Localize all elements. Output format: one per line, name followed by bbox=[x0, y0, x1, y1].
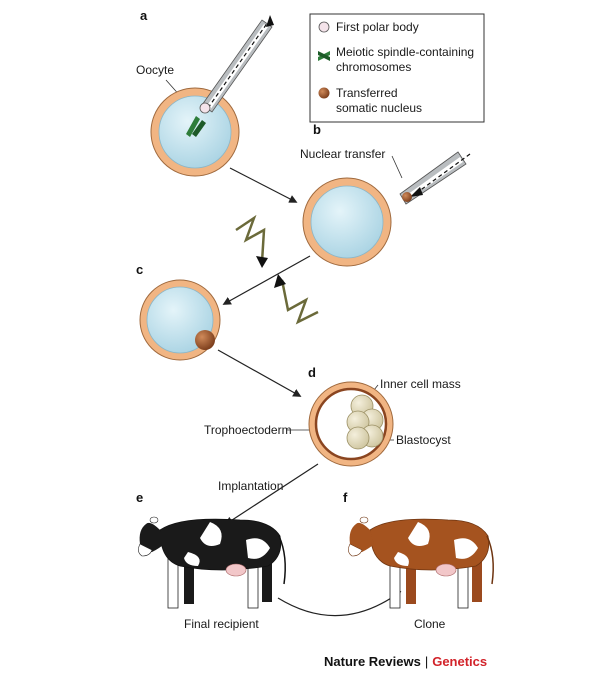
label-implantation: Implantation bbox=[218, 479, 283, 493]
step-label-a: a bbox=[140, 8, 148, 23]
step-label-d: d bbox=[308, 365, 316, 380]
label-blastocyst: Blastocyst bbox=[396, 433, 451, 447]
label-trophoectoderm: Trophoectoderm bbox=[204, 423, 292, 437]
electric-pulse-icon bbox=[235, 214, 268, 268]
legend-nucleus-line1: Transferred bbox=[336, 86, 398, 100]
legend-polar-body: First polar body bbox=[336, 20, 419, 34]
nuclear-transfer-leader-line bbox=[391, 155, 403, 179]
transferred-nucleus-b bbox=[402, 192, 412, 202]
clone-cow bbox=[348, 516, 494, 609]
step-label-e: e bbox=[136, 490, 143, 505]
blastocyst bbox=[308, 381, 394, 467]
label-oocyte: Oocyte bbox=[136, 63, 174, 77]
spindle-chromosomes bbox=[186, 116, 206, 137]
nucleus-icon bbox=[318, 87, 330, 99]
step-label-f: f bbox=[343, 490, 348, 505]
label-inner-cell-mass: Inner cell mass bbox=[380, 377, 461, 391]
spindle-icon bbox=[318, 51, 330, 61]
transferred-nucleus-c bbox=[195, 330, 215, 350]
oocyte-a bbox=[150, 87, 240, 177]
journal-name: Nature Reviews bbox=[324, 654, 421, 669]
arrow-c-to-d bbox=[217, 349, 302, 397]
journal-separator: | bbox=[424, 654, 429, 669]
step-label-b: b bbox=[313, 122, 321, 137]
oocyte-b bbox=[302, 177, 392, 267]
label-clone: Clone bbox=[414, 617, 446, 631]
legend-nucleus-line2: somatic nucleus bbox=[336, 101, 422, 115]
legend-spindle-line1: Meiotic spindle-containing bbox=[336, 45, 474, 59]
legend-box bbox=[309, 13, 485, 123]
first-polar-body bbox=[199, 102, 211, 114]
polar-body-icon bbox=[318, 21, 330, 33]
legend: First polar body Meiotic spindle-contain… bbox=[309, 13, 485, 123]
label-nuclear-transfer: Nuclear transfer bbox=[300, 147, 385, 161]
arrow-a-to-b bbox=[229, 167, 298, 203]
step-label-c: c bbox=[136, 262, 143, 277]
journal-credit: Nature Reviews|Genetics bbox=[324, 654, 487, 669]
legend-spindle-line2: chromosomes bbox=[336, 60, 411, 74]
enucleation-pipette bbox=[201, 15, 274, 113]
arrow-e-to-f bbox=[277, 591, 402, 617]
electric-pulse-icon-2 bbox=[274, 274, 319, 325]
label-final-recipient: Final recipient bbox=[184, 617, 259, 631]
recipient-cow bbox=[138, 516, 286, 609]
journal-section: Genetics bbox=[432, 654, 488, 669]
arrow-d-to-e bbox=[224, 463, 319, 525]
arrow-b-to-c bbox=[222, 255, 311, 305]
